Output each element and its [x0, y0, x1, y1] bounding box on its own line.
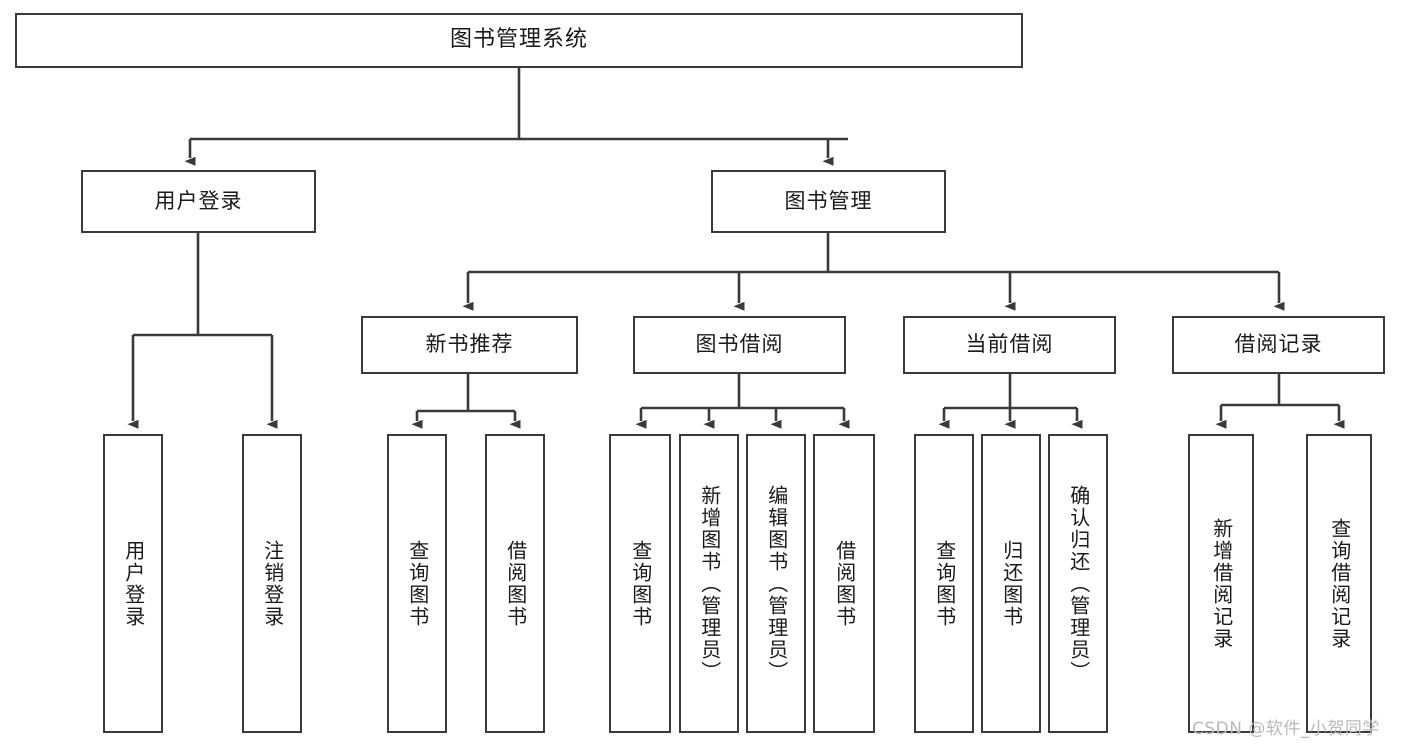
leaf-confirm-return-admin[interactable]: 确认归还（管理员）	[1048, 434, 1108, 733]
node-book-borrow[interactable]: 图书借阅	[633, 316, 846, 374]
node-new-book-recommend[interactable]: 新书推荐	[361, 316, 578, 374]
node-label: 图书借阅	[695, 332, 784, 357]
node-label: 当前借阅	[965, 332, 1054, 357]
watermark-csdn: CSDN @软件_小贺同学	[1192, 719, 1380, 739]
leaf-logout[interactable]: 注销登录	[242, 434, 302, 733]
node-label: 编辑图书（管理员）	[764, 484, 789, 683]
leaf-user-login[interactable]: 用户登录	[103, 434, 163, 733]
leaf-query-borrow-record[interactable]: 查询借阅记录	[1306, 434, 1372, 733]
leaf-edit-book-admin[interactable]: 编辑图书（管理员）	[746, 434, 806, 733]
node-label: 借阅图书	[832, 539, 857, 628]
node-label: 借阅图书	[503, 539, 528, 628]
node-label: 查询图书	[932, 539, 957, 628]
leaf-borrow-book-recommend[interactable]: 借阅图书	[485, 434, 545, 733]
node-borrow-records[interactable]: 借阅记录	[1172, 316, 1385, 374]
node-root-book-management-system[interactable]: 图书管理系统	[15, 13, 1023, 68]
leaf-query-book-current[interactable]: 查询图书	[914, 434, 974, 733]
node-label: 新增借阅记录	[1209, 517, 1234, 650]
node-book-management[interactable]: 图书管理	[711, 170, 946, 233]
leaf-add-borrow-record[interactable]: 新增借阅记录	[1188, 434, 1254, 733]
leaf-query-book-borrow[interactable]: 查询图书	[609, 434, 671, 733]
node-label: 图书管理系统	[449, 27, 588, 53]
node-label: 图书管理	[784, 188, 873, 213]
node-label: 新增图书（管理员）	[697, 484, 722, 683]
node-label: 查询借阅记录	[1327, 517, 1352, 650]
node-label: 用户登录	[121, 539, 146, 628]
node-label: 借阅记录	[1234, 332, 1323, 357]
node-label: 新书推荐	[425, 332, 514, 357]
node-user-login[interactable]: 用户登录	[81, 170, 316, 233]
node-label: 归还图书	[999, 539, 1024, 628]
node-label: 确认归还（管理员）	[1066, 484, 1091, 683]
node-label: 注销登录	[260, 539, 285, 628]
node-label: 用户登录	[154, 188, 243, 213]
node-current-borrow[interactable]: 当前借阅	[903, 316, 1116, 374]
leaf-borrow-book[interactable]: 借阅图书	[813, 434, 875, 733]
leaf-return-book[interactable]: 归还图书	[981, 434, 1041, 733]
leaf-add-book-admin[interactable]: 新增图书（管理员）	[679, 434, 739, 733]
leaf-query-book-recommend[interactable]: 查询图书	[387, 434, 447, 733]
node-label: 查询图书	[628, 539, 653, 628]
node-label: 查询图书	[405, 539, 430, 628]
